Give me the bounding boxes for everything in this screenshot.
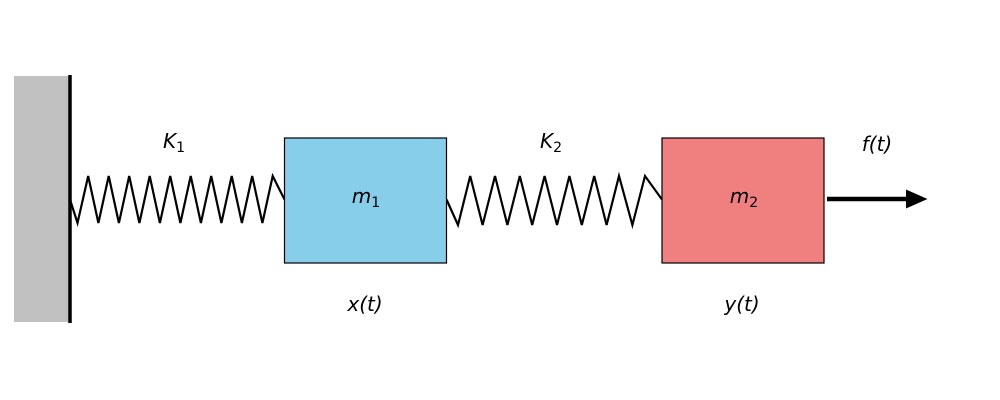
mass-m2-label-base: m — [729, 184, 750, 208]
spring-k2-label-sub: 2 — [553, 140, 563, 156]
spring-k1 — [68, 172, 286, 228]
spring-k1-label-sub: 1 — [176, 140, 186, 156]
displacement-x-label: x(t) — [347, 292, 383, 316]
mass-m2-label: m2 — [730, 186, 758, 210]
spring-k2-label-base: K — [539, 129, 554, 153]
force-label: f(t) — [861, 132, 893, 156]
mass-m2-box — [661, 137, 825, 264]
force-arrow — [827, 189, 928, 209]
mass-m1-label-sub: 1 — [371, 195, 381, 211]
mass-m1-label: m1 — [352, 186, 380, 210]
wall — [14, 76, 70, 322]
mass-m2-label-sub: 2 — [749, 195, 759, 211]
spring-k2-label: K2 — [540, 131, 562, 155]
spring-k1-label: K1 — [163, 131, 185, 155]
spring-k1-label-base: K — [162, 129, 177, 153]
spring-k2 — [445, 171, 663, 230]
mass-m1-label-base: m — [351, 184, 372, 208]
displacement-y-label: y(t) — [724, 292, 760, 316]
force-arrow-head — [906, 189, 928, 209]
mass-m1-box — [283, 137, 448, 264]
